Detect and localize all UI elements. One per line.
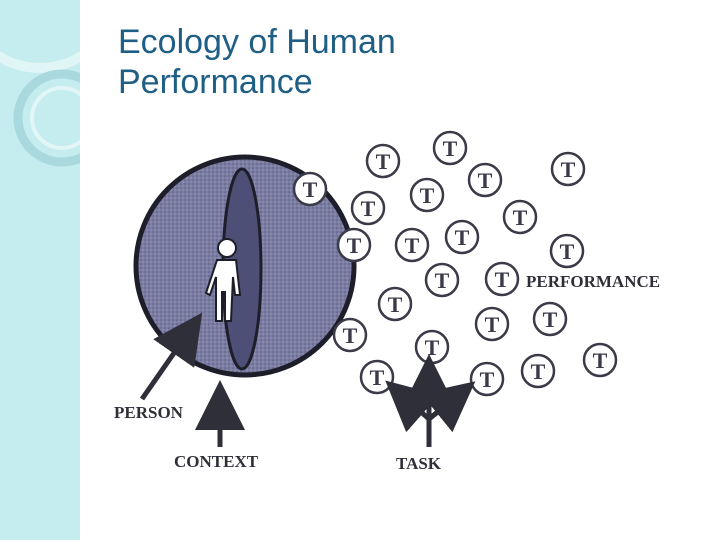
person-figure-icon bbox=[204, 238, 242, 322]
performance-label: PERFORMANCE bbox=[526, 272, 660, 291]
task-label: TASK bbox=[396, 454, 442, 473]
task-t-letter: T bbox=[455, 225, 470, 250]
task-t-letter: T bbox=[425, 335, 440, 360]
slide-title: Ecology of Human Performance bbox=[118, 22, 558, 102]
task-t-letter: T bbox=[388, 292, 403, 317]
task-t-letter: T bbox=[405, 233, 420, 258]
task-t-letter: T bbox=[420, 183, 435, 208]
task-t-letter: T bbox=[376, 149, 391, 174]
task-t-letter: T bbox=[485, 312, 500, 337]
slide-title-line-2: Performance bbox=[118, 63, 313, 101]
task-t-circle: T bbox=[394, 227, 430, 263]
person-label: PERSON bbox=[114, 403, 184, 422]
task-t-circle: T bbox=[424, 262, 460, 298]
task-t-circle: T bbox=[474, 306, 510, 342]
task-t-circle: T bbox=[332, 317, 368, 353]
task-t-letter: T bbox=[303, 177, 318, 202]
task-t-letter: T bbox=[443, 136, 458, 161]
context-label: CONTEXT bbox=[174, 452, 259, 471]
task-t-letter: T bbox=[343, 323, 358, 348]
task-t-letter: T bbox=[495, 267, 510, 292]
task-t-letter: T bbox=[560, 239, 575, 264]
task-arrows-icon bbox=[385, 354, 476, 447]
task-t-circle: T bbox=[550, 151, 586, 187]
decorative-sidebar bbox=[0, 0, 80, 540]
task-t-circle: T bbox=[520, 353, 556, 389]
task-t-letter: T bbox=[480, 367, 495, 392]
task-t-circle: T bbox=[484, 261, 520, 297]
task-t-letter: T bbox=[593, 348, 608, 373]
task-t-letter: T bbox=[370, 365, 385, 390]
task-t-circle: T bbox=[350, 190, 386, 226]
task-t-circle: T bbox=[336, 227, 372, 263]
decorative-circles bbox=[0, 51, 80, 167]
task-t-circle: T bbox=[409, 177, 445, 213]
slide-title-line-1: Ecology of Human bbox=[118, 23, 396, 61]
task-t-circle: T bbox=[444, 219, 480, 255]
task-t-circle: T bbox=[292, 171, 328, 207]
task-t-circle: T bbox=[414, 329, 450, 365]
task-t-letter: T bbox=[543, 307, 558, 332]
task-t-circle: T bbox=[502, 199, 538, 235]
task-t-circle: T bbox=[365, 143, 401, 179]
task-t-circle: T bbox=[549, 233, 585, 269]
task-t-letter: T bbox=[531, 359, 546, 384]
task-t-circle: T bbox=[467, 162, 503, 198]
task-t-letter: T bbox=[561, 157, 576, 182]
task-t-circle: T bbox=[532, 301, 568, 337]
task-t-letter: T bbox=[347, 233, 362, 258]
task-t-letter: T bbox=[513, 205, 528, 230]
task-t-circle: T bbox=[432, 130, 468, 166]
task-t-letter: T bbox=[478, 168, 493, 193]
task-t-circle: T bbox=[469, 361, 505, 397]
task-t-letter: T bbox=[435, 268, 450, 293]
task-t-circle: T bbox=[359, 359, 395, 395]
task-t-circle: T bbox=[377, 286, 413, 322]
task-t-letter: T bbox=[361, 196, 376, 221]
person-arrow bbox=[139, 312, 203, 401]
task-t-circle: T bbox=[582, 342, 618, 378]
